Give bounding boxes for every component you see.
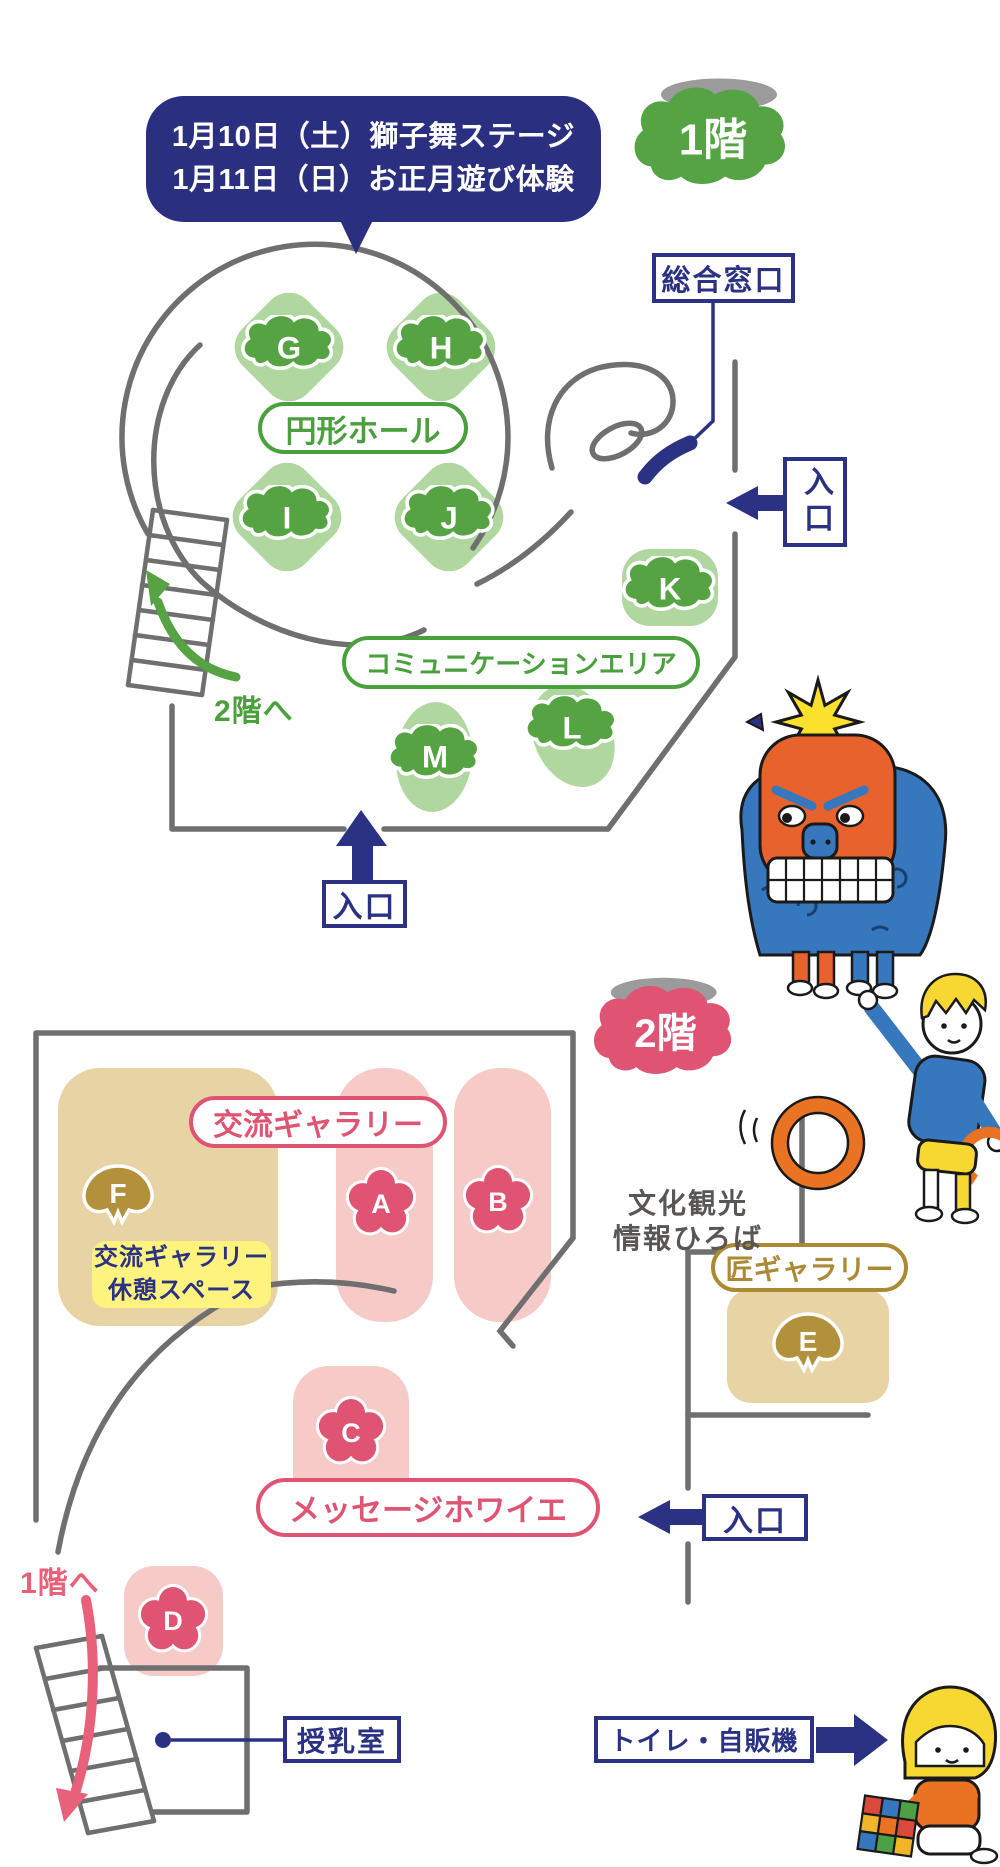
event-speech-bubble: 1月10日（土）獅子舞ステージ 1月11日（日）お正月遊び体験 [146,96,601,222]
room-i-badge: I [239,485,333,541]
reception-label: 総合窓口 [661,265,786,297]
room-m-badge: M [387,724,481,780]
room-k-badge: K [622,556,716,612]
room-k-label: K [659,571,682,606]
room-f-badge: F [82,1164,154,1226]
room-i-label: I [283,500,292,535]
entrance-right-arrow-icon [726,486,784,520]
toilet-arrow-icon [816,1714,888,1766]
to-2f-arrow-icon [146,570,241,682]
entrance-right-1f-box: 入口 [783,457,847,547]
shishimai-illustration [739,674,948,1000]
room-l-badge: L [524,695,618,751]
nursing-room-box: 授乳室 [283,1716,401,1763]
room-h-label: H [430,330,453,365]
communication-area-label: コミュニケーションエリア [365,649,677,679]
to-1f-arrow-icon [56,1595,98,1822]
floor2-badge-label: 2階 [634,1012,696,1056]
room-j-badge: J [401,485,495,541]
floor2-navy-marks [155,1500,888,1766]
room-m-label: M [422,739,448,774]
exchange-gallery-pill: 交流ギャラリー [189,1096,447,1148]
stairs-floor1 [125,507,230,698]
room-g-badge: G [241,315,335,371]
room-l-label: L [562,710,581,745]
floor1-navy-marks [336,218,784,881]
girl-illustration [856,1685,999,1865]
room-e-label: E [799,1326,818,1357]
entrance-2f-arrow-icon [638,1500,704,1534]
exchange-gallery-label: 交流ギャラリー [213,1109,423,1142]
reception-label-box: 総合窓口 [652,253,795,303]
takumi-gallery-label: 匠ギャラリー [725,1253,894,1285]
entrance-bottom-1f-label: 入口 [332,891,397,924]
boy-illustration [739,972,1000,1225]
reception-pointer-line [688,303,715,445]
entrance-bottom-1f-box: 入口 [322,880,407,928]
floor2-badge: 2階 [594,977,732,1074]
entrance-bottom-arrow-icon [336,810,387,881]
reception-counter [637,435,698,485]
floor1-walls [119,241,738,832]
room-c-label: C [341,1418,361,1448]
toilet-vending-box: トイレ・自販機 [594,1716,814,1763]
entrance-2f-label: 入口 [723,1504,787,1538]
communication-area-pill: コミュニケーションエリア [342,636,700,689]
room-a-badge: A [345,1167,417,1236]
room-d-badge: D [137,1584,209,1653]
room-e-badge: E [772,1312,844,1374]
toilet-vending-label: トイレ・自販機 [609,1726,799,1756]
room-f-label: F [109,1178,126,1209]
round-hall-pill: 円形ホール [258,402,468,454]
message-foyer-pill: メッセージホワイエ [256,1478,600,1537]
culture-plaza-line2: 情報ひろば [612,1223,763,1254]
to-1f-note: 1階へ [20,1567,100,1600]
room-g-label: G [277,330,301,365]
room-j-label: J [440,500,457,535]
floor1-badge: 1階 [634,78,786,184]
message-foyer-label: メッセージホワイエ [288,1493,568,1528]
room-h-badge: H [393,315,487,371]
entrance-right-1f-label: 入口 [799,466,832,538]
to-2f-note: 2階へ [214,695,294,728]
rest-space-line1: 交流ギャラリー [94,1244,269,1272]
room-c-badge: C [315,1396,387,1465]
event-line-2: 1月11日（日）お正月遊び体験 [172,164,575,196]
takumi-gallery-pill: 匠ギャラリー [711,1243,908,1292]
rest-space-box: 交流ギャラリー 休憩スペース [92,1241,271,1308]
round-hall-label: 円形ホール [285,413,441,449]
culture-plaza-line1: 文化観光 [627,1188,748,1219]
culture-plaza-label: 文化観光 情報ひろば [600,1186,776,1256]
rest-space-line2: 休憩スペース [107,1276,256,1304]
floor1-badge-label: 1階 [679,116,747,165]
event-line-1: 1月10日（土）獅子舞ステージ [171,120,576,153]
room-d-label: D [163,1606,183,1636]
nursing-room-dot [155,1732,171,1748]
room-a-label: A [371,1189,391,1219]
speech-bubble-tail [339,218,374,254]
entrance-2f-box: 入口 [702,1494,808,1541]
room-b-label: B [488,1187,508,1217]
nursing-room-label: 授乳室 [296,1725,387,1757]
room-b-badge: B [462,1165,534,1234]
